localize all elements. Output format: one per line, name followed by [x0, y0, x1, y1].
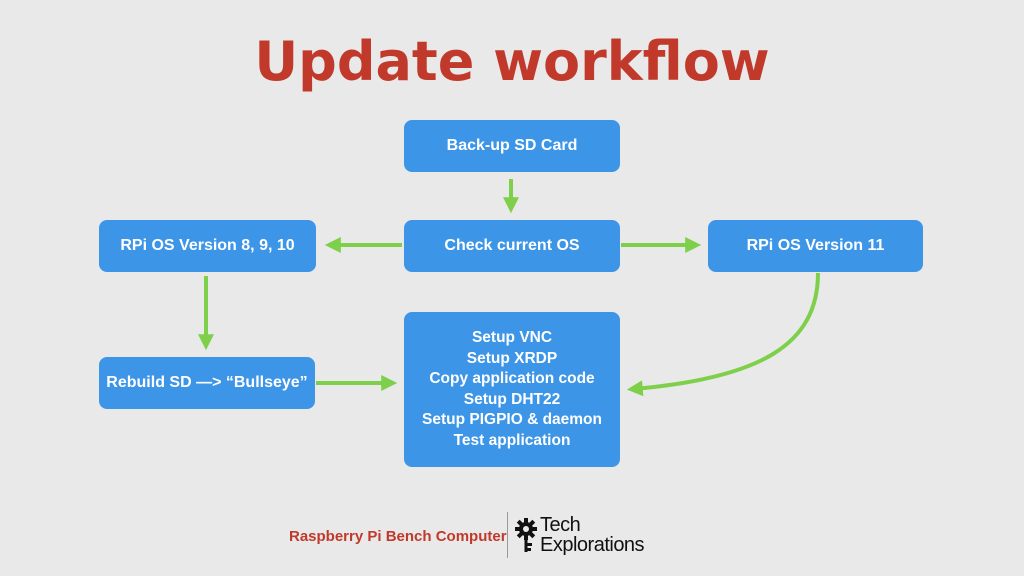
- setup-step: Setup PIGPIO & daemon: [422, 411, 602, 428]
- arrow-new-to-setup: [626, 272, 820, 397]
- node-rpi-os-old: RPi OS Version 8, 9, 10: [99, 220, 316, 272]
- setup-step: Test application: [453, 431, 571, 449]
- brand-line-1: Tech: [540, 514, 581, 536]
- setup-step: Setup VNC: [471, 329, 553, 346]
- node-setup-steps: Setup VNC Setup XRDP Copy application co…: [404, 312, 620, 467]
- node-rebuild-sd: Rebuild SD —> “Bullseye”: [99, 357, 315, 409]
- setup-step: Setup XRDP: [466, 349, 558, 367]
- gear-key-icon: [515, 518, 537, 552]
- node-rpi-os-11: RPi OS Version 11: [708, 220, 923, 272]
- footer-divider: [507, 512, 508, 558]
- node-check-current-os: Check current OS: [404, 220, 620, 272]
- brand-logo-text: Tech Explorations: [540, 514, 645, 556]
- page-title: Update workflow: [254, 30, 770, 93]
- setup-step: Copy application code: [429, 370, 595, 387]
- setup-step: Setup DHT22: [463, 390, 561, 408]
- node-backup-sd-card: Back-up SD Card: [404, 120, 620, 172]
- course-title: Raspberry Pi Bench Computer: [289, 528, 507, 545]
- brand-line-2: Explorations: [540, 534, 645, 556]
